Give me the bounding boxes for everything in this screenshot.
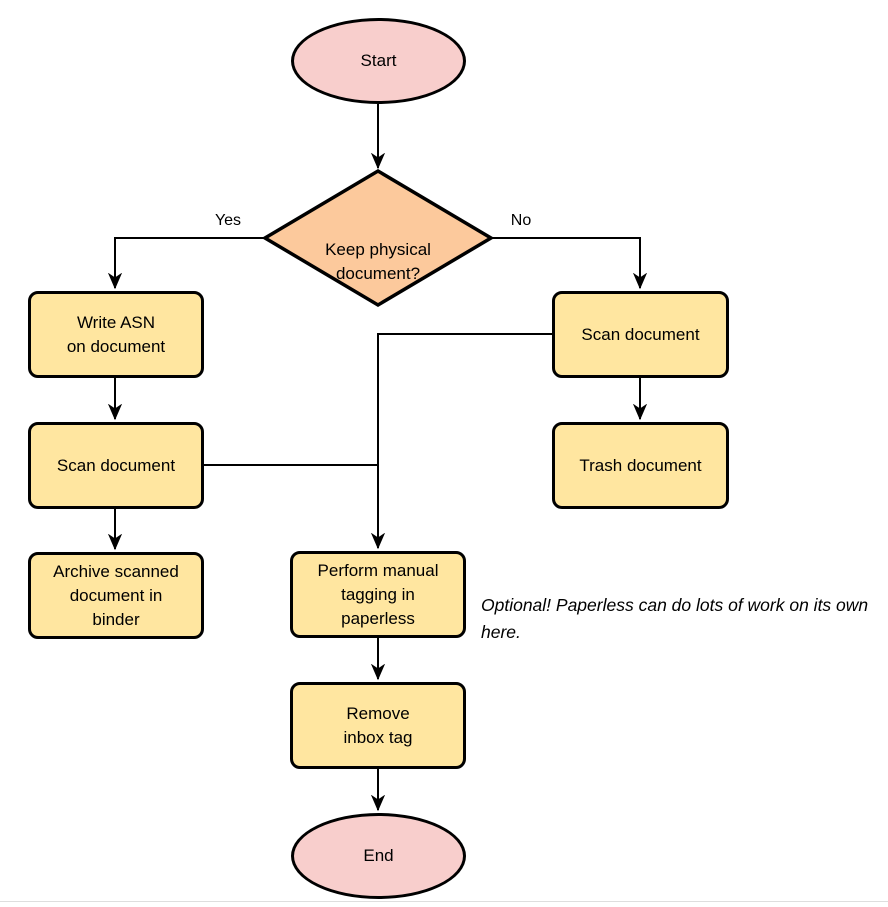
scan-document-right-node: Scan document [552, 291, 729, 378]
remove-inbox-tag-node: Remove inbox tag [290, 682, 466, 769]
trash-document-label: Trash document [579, 455, 702, 475]
decision-node-label: Keep physical document? [325, 240, 431, 283]
archive-label: Archive scanned document in binder [53, 561, 179, 629]
annotation-text: Optional! Paperless can do lots of work … [481, 595, 869, 642]
no-edge-label: No [510, 212, 532, 229]
decision-diamond-shape [261, 168, 495, 308]
scan-document-left-label: Scan document [56, 455, 176, 475]
yes-edge-label: Yes [214, 212, 242, 229]
archive-node: Archive scanned document in binder [28, 552, 204, 639]
manual-tagging-label: Perform manual tagging in paperless [317, 560, 439, 628]
write-asn-label: Write ASN on document [66, 312, 166, 356]
scan-document-left-node: Scan document [28, 422, 204, 509]
trash-document-node: Trash document [552, 422, 729, 509]
connector-scanright-tagging [378, 333, 552, 548]
start-label: Start [360, 51, 397, 70]
page-bottom-divider [0, 901, 888, 902]
connector-no-branch [491, 237, 640, 288]
manual-tagging-node: Perform manual tagging in paperless [290, 551, 466, 638]
scan-document-right-label: Scan document [581, 324, 700, 344]
remove-inbox-tag-label: Remove inbox tag [343, 703, 413, 747]
end-node: End [291, 813, 466, 899]
start-node: Start [291, 18, 466, 104]
end-label: End [363, 846, 394, 865]
connector-yes-branch [115, 237, 265, 288]
write-asn-node: Write ASN on document [28, 291, 204, 378]
